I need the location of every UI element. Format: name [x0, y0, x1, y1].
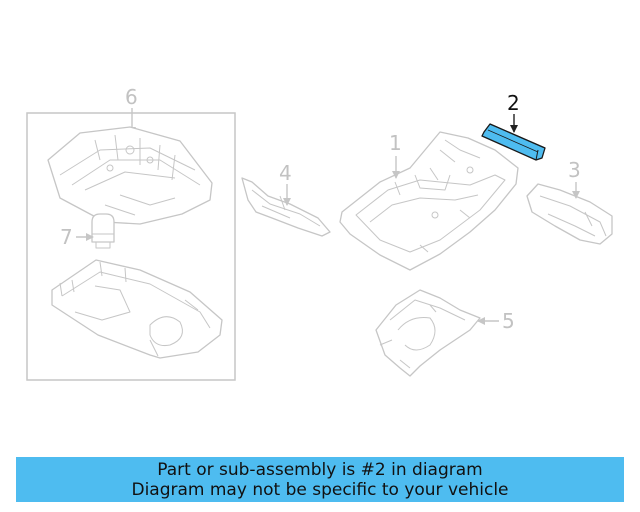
callout-2: 2 — [507, 91, 520, 115]
callout-5: 5 — [502, 309, 515, 333]
callout-7: 7 — [60, 225, 73, 249]
part-4-trim: 4 — [241, 161, 331, 237]
part-6-group: 6 7 — [26, 85, 236, 381]
callout-1: 1 — [389, 131, 402, 155]
callout-3: 3 — [568, 158, 581, 182]
part-2-highlighted-lamp: 2 — [481, 91, 546, 161]
part-5-bracket: 5 — [375, 289, 515, 377]
overhead-console-panel — [51, 259, 223, 359]
parts-diagram: 6 7 — [26, 85, 613, 381]
part-6-frame — [26, 112, 236, 381]
banner-line-disclaimer: Diagram may not be specific to your vehi… — [131, 479, 509, 500]
part-7-bulb — [91, 213, 115, 249]
overhead-console-housing — [47, 126, 213, 225]
info-banner: Part or sub-assembly is #2 in diagram Di… — [16, 457, 624, 502]
part-3-cover: 3 — [526, 158, 613, 245]
callout-6: 6 — [125, 85, 138, 109]
callout-4: 4 — [279, 161, 292, 185]
banner-line-part: Part or sub-assembly is #2 in diagram — [157, 459, 483, 480]
part-1-frame: 1 — [339, 131, 519, 271]
